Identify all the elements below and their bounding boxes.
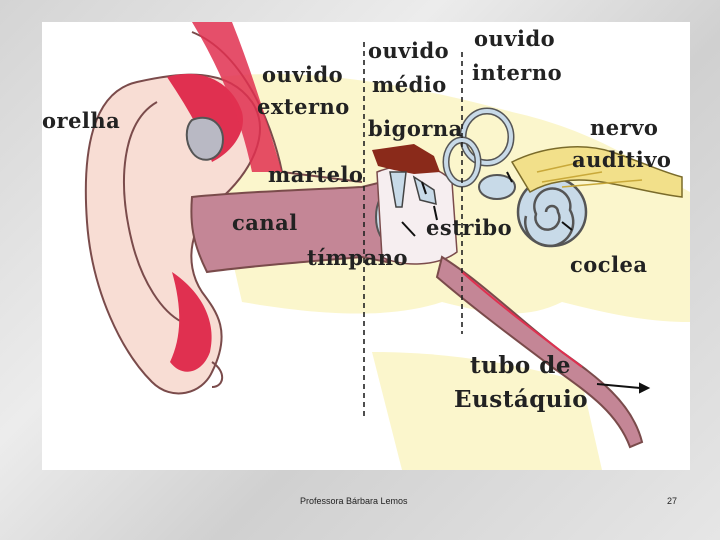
concha: [187, 118, 223, 160]
label-ouvido-interno-1: ouvido: [474, 28, 555, 49]
label-tubo-2: Eustáquio: [454, 388, 588, 411]
label-estribo: estribo: [426, 217, 512, 238]
label-ouvido-externo-2: externo: [257, 96, 350, 117]
label-timpano: tímpano: [307, 247, 408, 268]
label-bigorna: bigorna: [368, 118, 463, 139]
label-ouvido-externo-1: ouvido: [262, 64, 343, 85]
label-tubo-1: tubo de: [470, 354, 571, 377]
label-martelo: martelo: [268, 164, 363, 185]
label-ouvido-interno-2: interno: [472, 62, 562, 83]
label-canal: canal: [232, 212, 298, 233]
label-nervo-2: auditivo: [572, 149, 671, 170]
label-orelha: orelha: [42, 110, 120, 131]
ear-anatomy-diagram: orelha ouvido externo ouvido médio ouvid…: [42, 22, 690, 470]
footer-author: Professora Bárbara Lemos: [300, 496, 408, 506]
page-number: 27: [667, 496, 677, 506]
label-ouvido-medio-2: médio: [372, 74, 447, 95]
label-coclea: coclea: [570, 254, 648, 275]
label-nervo-1: nervo: [590, 117, 658, 138]
label-ouvido-medio-1: ouvido: [368, 40, 449, 61]
